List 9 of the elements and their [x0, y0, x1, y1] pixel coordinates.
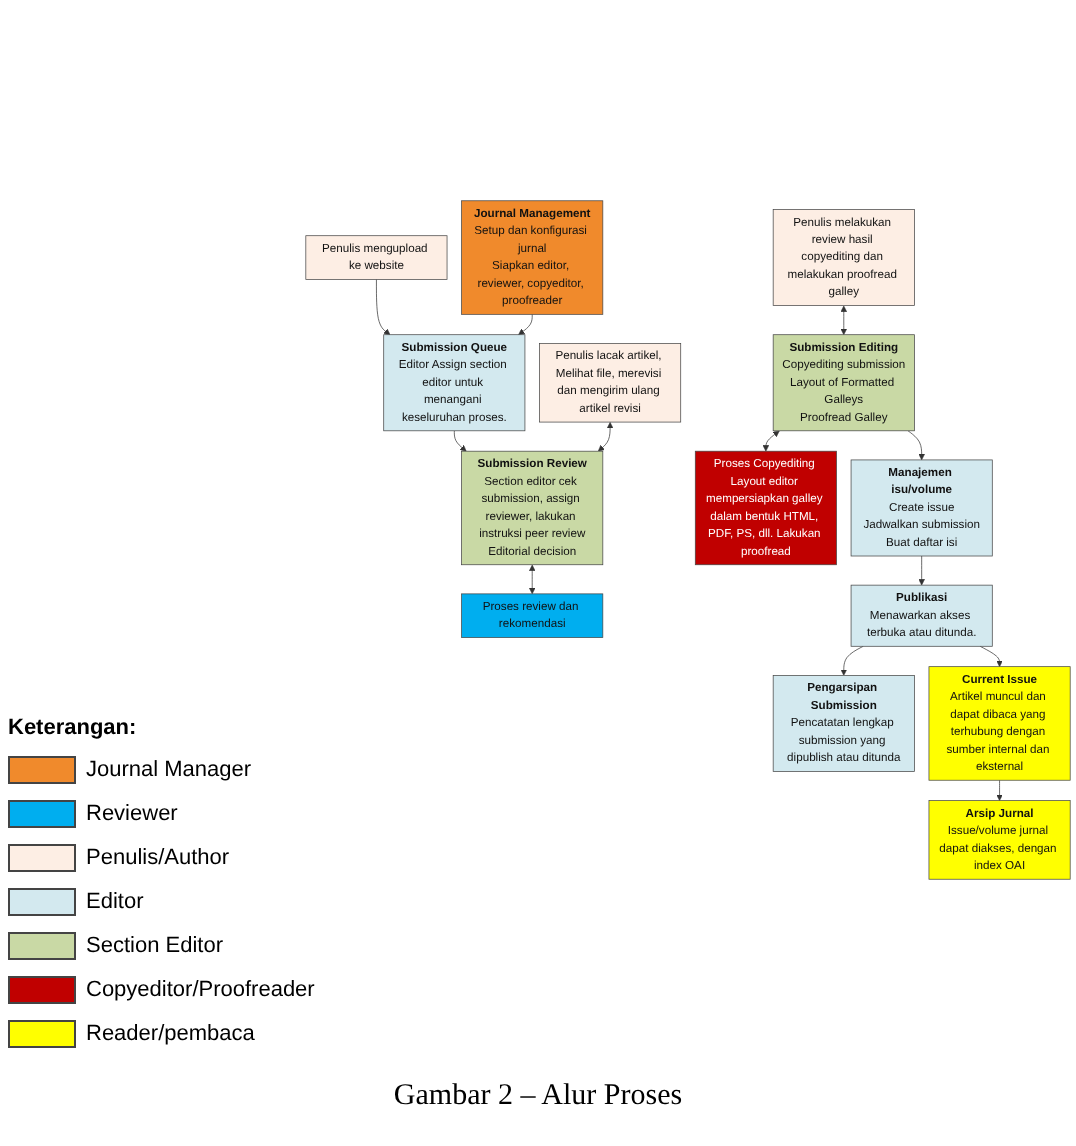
legend-label: Reader/pembaca: [86, 1022, 255, 1046]
legend-label: Journal Manager: [86, 758, 252, 782]
legend-label: Reviewer: [86, 802, 178, 826]
legend-heading: Keterangan:: [8, 716, 139, 740]
figure-caption: Gambar 2 – Alur Proses: [391, 1080, 685, 1114]
legend-label: Copyeditor/Proofreader: [86, 978, 315, 1002]
legend-label: Penulis/Author: [86, 846, 230, 870]
legend-label: Editor: [86, 890, 144, 914]
legend-label: Section Editor: [86, 934, 223, 958]
